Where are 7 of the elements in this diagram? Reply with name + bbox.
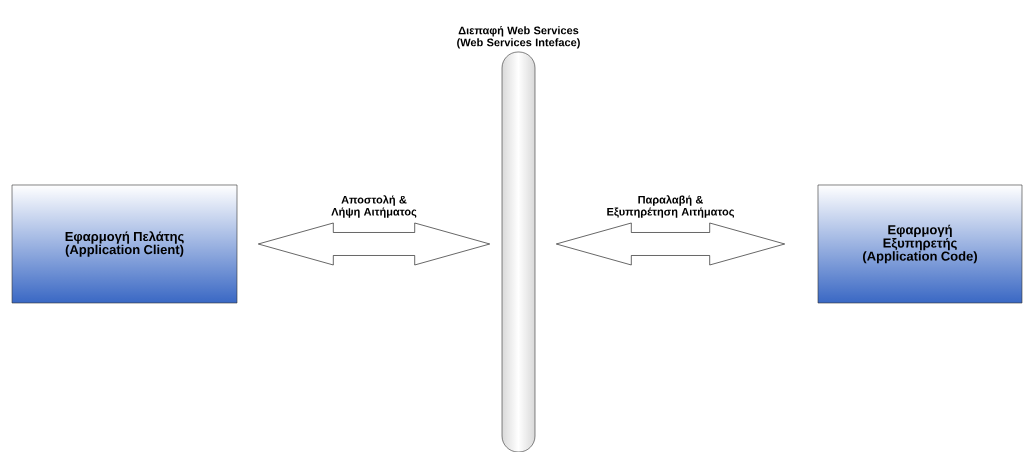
interface-title: Διεπαφή Web Services (Web Services Inteface) [457,26,580,49]
double-arrow [258,222,490,266]
application-box: Εφαρμογή Πελάτης (Application Client) [11,184,238,304]
edge-label: Αποστολή & Λήψη Αιτήματος [331,195,417,218]
edge-label: Παραλαβή & Εξυπηρέτηση Αιτήματος [607,195,735,218]
application-box: Εφαρμογή Εξυπηρετής (Application Code) [817,184,1023,304]
double-arrow [556,222,785,266]
